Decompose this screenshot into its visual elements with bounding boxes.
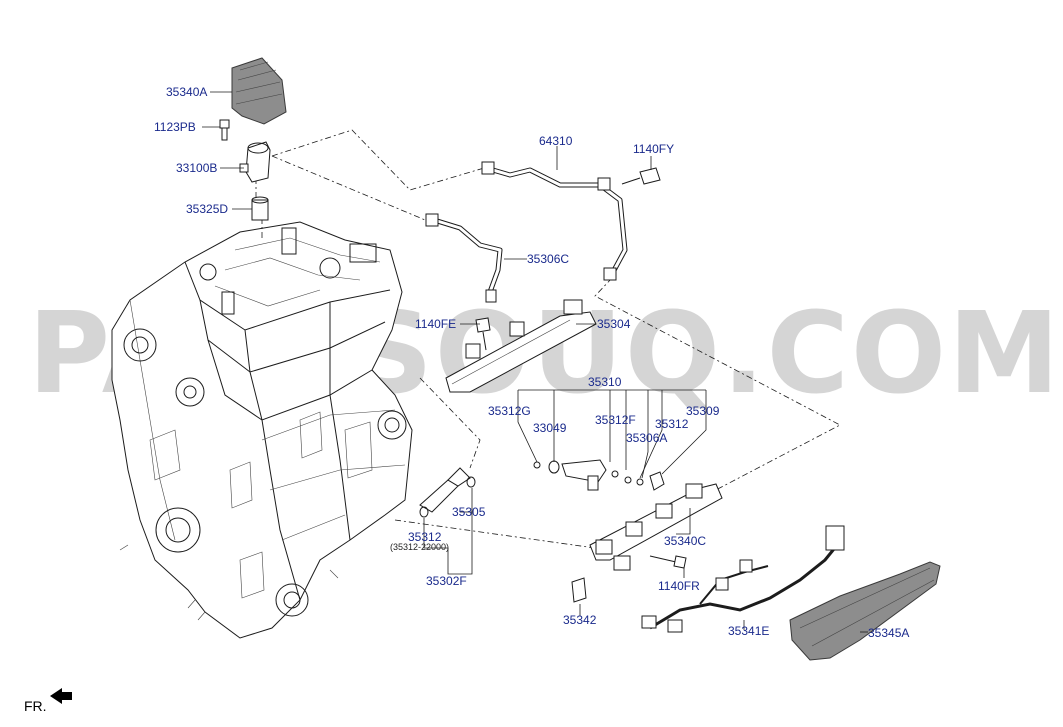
part-35342[interactable] xyxy=(571,577,587,603)
label-35312G[interactable]: 35312G xyxy=(488,404,531,418)
part-1140FR[interactable] xyxy=(649,555,687,569)
label-35312F[interactable]: 35312F xyxy=(595,413,636,427)
label-35306C[interactable]: 35306C xyxy=(527,252,569,266)
part-35302F[interactable] xyxy=(419,467,476,518)
part-35304[interactable] xyxy=(445,299,597,393)
label-35305[interactable]: 35305 xyxy=(452,505,486,519)
part-35340C[interactable] xyxy=(589,483,723,571)
label-35309[interactable]: 35309 xyxy=(686,404,720,418)
label-1140FY[interactable]: 1140FY xyxy=(633,142,674,156)
label-1140FR[interactable]: 1140FR xyxy=(658,579,700,593)
label-35340A[interactable]: 35340A xyxy=(166,85,207,99)
label-35310[interactable]: 35310 xyxy=(588,375,622,389)
part-1123PB[interactable] xyxy=(219,119,230,141)
label-64310[interactable]: 64310 xyxy=(539,134,573,148)
fr-label: FR. xyxy=(24,698,47,714)
part-35341E[interactable] xyxy=(641,525,845,633)
part-35306C[interactable] xyxy=(425,213,503,303)
label-35312-a[interactable]: 35312 xyxy=(655,417,689,431)
front-arrow-icon xyxy=(50,688,72,704)
label-35312-b[interactable]: 35312 xyxy=(408,530,442,544)
assembly-lines xyxy=(255,129,841,549)
part-64310[interactable] xyxy=(481,161,628,281)
label-35312-22000: (35312-22000) xyxy=(390,542,449,552)
part-35340A[interactable] xyxy=(231,57,287,125)
label-35304[interactable]: 35304 xyxy=(597,317,631,331)
label-35345A[interactable]: 35345A xyxy=(868,626,909,640)
label-35302F[interactable]: 35302F xyxy=(426,574,467,588)
label-1140FE[interactable]: 1140FE xyxy=(415,317,456,331)
orientation-marker: FR. xyxy=(24,688,72,714)
part-1140FY[interactable] xyxy=(621,167,661,185)
label-33049[interactable]: 33049 xyxy=(533,421,567,435)
label-35325D[interactable]: 35325D xyxy=(186,202,228,216)
label-35340C[interactable]: 35340C xyxy=(664,534,706,548)
label-35306A[interactable]: 35306A xyxy=(626,431,667,445)
callout-labels: 35340A 1123PB 33100B 35325D 64310 1140FY… xyxy=(154,85,909,640)
label-33100B[interactable]: 33100B xyxy=(176,161,217,175)
part-1140FE[interactable] xyxy=(475,317,491,351)
part-35345A[interactable] xyxy=(789,561,941,661)
label-1123PB[interactable]: 1123PB xyxy=(154,120,196,134)
leader-lines xyxy=(202,91,868,633)
part-35310-group[interactable] xyxy=(533,459,665,491)
label-35341E[interactable]: 35341E xyxy=(728,624,769,638)
engine-block xyxy=(111,221,413,639)
part-33100B[interactable] xyxy=(239,141,271,183)
part-35325D[interactable] xyxy=(251,196,269,221)
label-35342[interactable]: 35342 xyxy=(563,613,597,627)
